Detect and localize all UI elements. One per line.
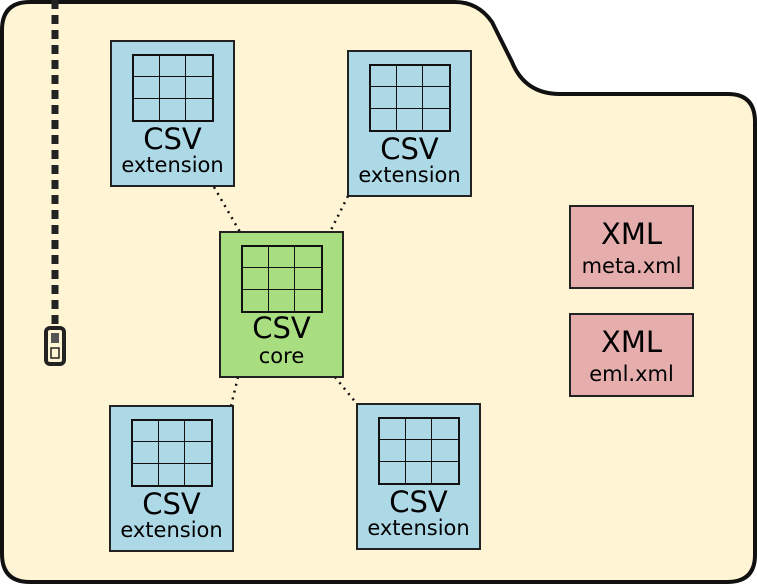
file-role-label: extension: [120, 518, 223, 542]
connector-top-left: [212, 186, 242, 233]
xml-meta-box: XML meta.xml: [569, 205, 694, 289]
file-role-label: core: [258, 344, 305, 368]
file-type-label: CSV: [389, 485, 448, 519]
file-role-label: extension: [367, 516, 470, 540]
file-type-label: XML: [600, 325, 663, 359]
xml-eml-box: XML eml.xml: [569, 313, 694, 397]
file-type-label: CSV: [143, 122, 202, 156]
csv-extension-box: CSV extension: [347, 50, 472, 197]
table-icon: [240, 245, 323, 313]
file-type-label: CSV: [252, 311, 311, 345]
csv-extension-box: CSV extension: [356, 403, 481, 550]
connector-bottom-right: [334, 376, 358, 405]
table-icon: [368, 64, 451, 132]
table-icon: [377, 417, 460, 485]
table-icon: [130, 419, 213, 487]
file-role-label: extension: [358, 163, 461, 187]
file-type-label: CSV: [142, 487, 201, 521]
file-name-label: eml.xml: [589, 362, 674, 386]
file-role-label: extension: [121, 153, 224, 177]
file-name-label: meta.xml: [581, 254, 682, 278]
file-type-label: CSV: [380, 132, 439, 166]
table-icon: [131, 54, 214, 122]
csv-extension-box: CSV extension: [110, 40, 235, 187]
connector-bottom-left: [229, 376, 240, 407]
csv-core-box: CSV core: [219, 231, 344, 378]
file-type-label: XML: [600, 217, 663, 251]
csv-extension-box: CSV extension: [109, 405, 234, 552]
